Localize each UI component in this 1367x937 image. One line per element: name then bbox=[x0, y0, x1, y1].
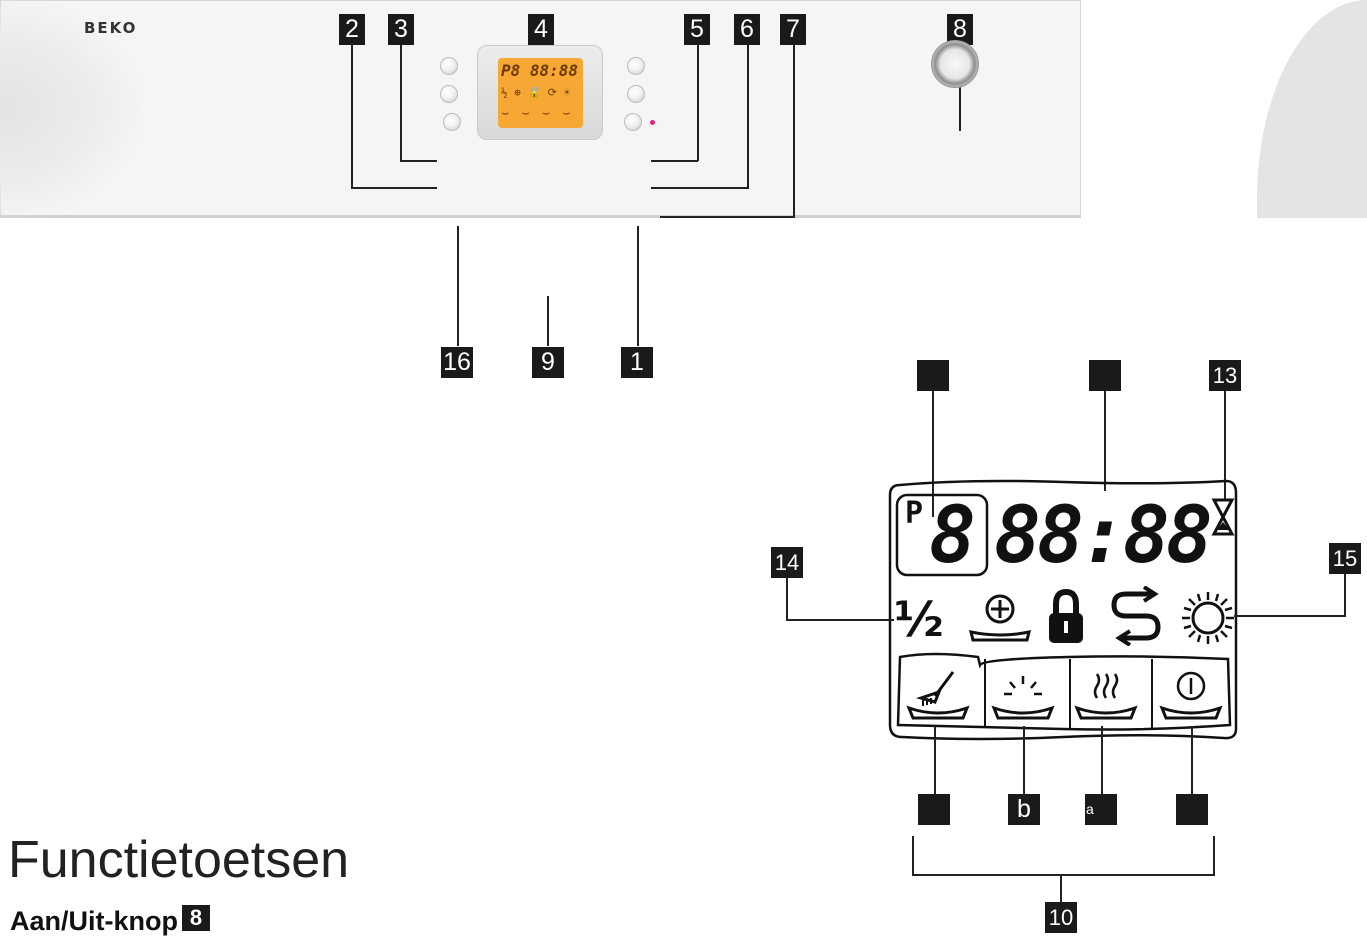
display-row-icons: ½ ⊕ 🔒 ⟳ ☀ bbox=[501, 86, 571, 99]
callout-blank-prewash bbox=[918, 794, 950, 825]
section-heading: Functietoetsen bbox=[8, 831, 350, 889]
leader-line bbox=[547, 296, 549, 346]
leader-line bbox=[400, 45, 402, 161]
callout-5: 5 bbox=[684, 14, 710, 45]
time-digits: 88:88 bbox=[994, 491, 1213, 581]
leader-line bbox=[697, 45, 699, 161]
leader-line bbox=[351, 45, 353, 189]
button-6[interactable] bbox=[627, 85, 645, 103]
callout-blank-time bbox=[1089, 360, 1121, 391]
leader-line bbox=[1191, 726, 1193, 796]
display-screen: P8 88:88 ½ ⊕ 🔒 ⟳ ☀ ⌣ ⌣ ⌣ ⌣ bbox=[498, 58, 583, 128]
extra-rinse-icon bbox=[968, 594, 1032, 642]
callout-2: 2 bbox=[339, 14, 365, 45]
drying-heat-icon bbox=[1074, 673, 1138, 720]
leader-line bbox=[660, 216, 794, 218]
callout-16: 16 bbox=[441, 347, 473, 378]
end-program-icon bbox=[1159, 671, 1223, 720]
callout-8: 8 bbox=[947, 14, 973, 45]
leader-line bbox=[747, 45, 749, 189]
leader-line bbox=[351, 187, 437, 189]
rinse-aid-sun-icon bbox=[1182, 592, 1234, 644]
leader-line bbox=[651, 187, 748, 189]
callout-10: 10 bbox=[1045, 902, 1077, 933]
child-lock-icon bbox=[1049, 588, 1083, 643]
display-row-time: P8 88:88 bbox=[501, 61, 579, 80]
leader-line bbox=[1344, 574, 1346, 617]
leader-line bbox=[959, 45, 961, 131]
leader-line bbox=[1023, 726, 1025, 796]
indicator-led-7 bbox=[650, 120, 655, 125]
leader-line bbox=[1234, 615, 1346, 617]
display-diagram bbox=[888, 479, 1238, 741]
callout-7: 7 bbox=[780, 14, 806, 45]
intensive-sparkle-icon bbox=[991, 676, 1055, 720]
leader-line bbox=[637, 226, 639, 346]
brand-logo: BEKO bbox=[84, 19, 138, 37]
callout-13: 13 bbox=[1209, 360, 1241, 391]
subheading-tag: 8 bbox=[182, 905, 210, 931]
prewash-brush-icon bbox=[906, 671, 970, 720]
leader-line bbox=[1224, 391, 1226, 499]
callout-15: 15 bbox=[1329, 543, 1361, 574]
callout-a: a bbox=[1085, 794, 1117, 825]
button-5[interactable] bbox=[627, 57, 645, 75]
callout-4: 4 bbox=[528, 14, 554, 45]
salt-refill-icon bbox=[1111, 586, 1161, 646]
half-load-icon: ½ bbox=[894, 592, 944, 648]
leader-line bbox=[793, 45, 795, 218]
bracket-line bbox=[1060, 874, 1062, 904]
leader-line bbox=[934, 726, 936, 796]
leader-line bbox=[932, 391, 934, 517]
display-row-phases: ⌣ ⌣ ⌣ ⌣ bbox=[501, 106, 573, 121]
bracket-line bbox=[912, 836, 914, 876]
button-2[interactable] bbox=[440, 85, 458, 103]
callout-6: 6 bbox=[734, 14, 760, 45]
leader-line bbox=[786, 619, 894, 621]
callout-9: 9 bbox=[532, 347, 564, 378]
callout-b: b bbox=[1008, 794, 1040, 825]
button-3[interactable] bbox=[440, 57, 458, 75]
callout-blank-program bbox=[917, 360, 949, 391]
program-p-label: P bbox=[905, 496, 924, 531]
callout-1: 1 bbox=[621, 347, 653, 378]
program-digit: 8 bbox=[929, 491, 976, 581]
leader-line bbox=[1101, 726, 1103, 796]
leader-line bbox=[1104, 391, 1106, 491]
bracket-line bbox=[912, 874, 1215, 876]
bracket-line bbox=[1213, 836, 1215, 876]
callout-blank-end bbox=[1176, 794, 1208, 825]
hourglass-icon bbox=[1211, 498, 1235, 536]
leader-line bbox=[457, 226, 459, 346]
leader-line bbox=[651, 160, 698, 162]
callout-14: 14 bbox=[771, 547, 803, 578]
power-button[interactable] bbox=[931, 40, 979, 88]
panel-left-curve bbox=[0, 0, 140, 218]
leader-line bbox=[786, 578, 788, 621]
leader-line bbox=[400, 160, 437, 162]
button-16[interactable] bbox=[443, 113, 461, 131]
subheading-text: Aan/Uit-knop bbox=[10, 906, 178, 936]
display-bezel: P8 88:88 ½ ⊕ 🔒 ⟳ ☀ ⌣ ⌣ ⌣ ⌣ bbox=[477, 45, 603, 140]
button-1[interactable] bbox=[624, 113, 642, 131]
callout-3: 3 bbox=[388, 14, 414, 45]
